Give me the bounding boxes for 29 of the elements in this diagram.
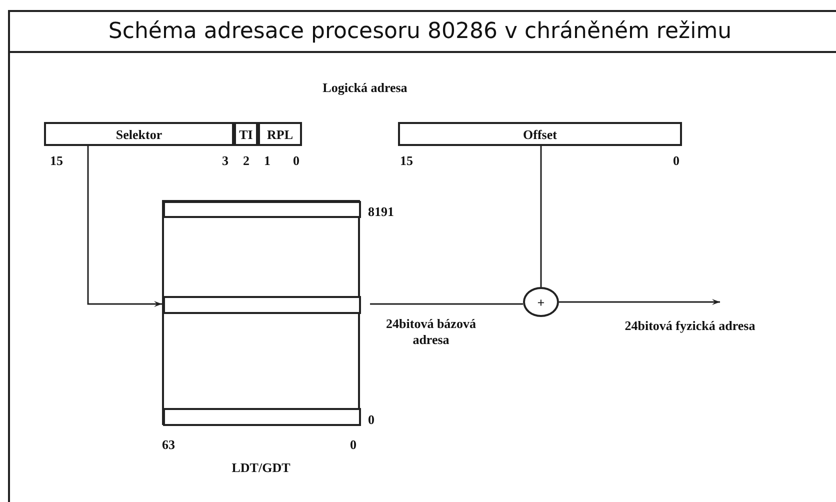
heading-label: Logická adresa xyxy=(322,79,408,97)
bit-number: 2 xyxy=(243,152,250,170)
arrow xyxy=(559,299,720,305)
connector-line xyxy=(370,303,523,305)
register-field: TI xyxy=(234,122,258,146)
bit-number: 3 xyxy=(222,152,228,170)
bit-number: 8191 xyxy=(368,203,394,221)
arrow xyxy=(87,146,162,307)
title: Schéma adresace procesoru 80286 v chráněném režimu xyxy=(108,18,733,46)
bit-number: 0 xyxy=(368,411,374,429)
table-entry xyxy=(163,296,361,314)
register-field: RPL xyxy=(258,122,302,146)
table-entry xyxy=(163,408,361,426)
bit-number: 0 xyxy=(673,152,680,170)
table-caption: LDT/GDT xyxy=(232,459,290,477)
descriptor-table xyxy=(162,200,360,425)
bit-number: 0 xyxy=(293,152,300,170)
edge-label: 24bitová bázová adresa xyxy=(385,316,477,348)
edge-label: 24bitová fyzická adresa xyxy=(624,318,756,334)
connector-line xyxy=(540,146,542,287)
table-entry xyxy=(163,201,361,218)
register-field: Offset xyxy=(398,122,682,146)
bit-number: 1 xyxy=(264,152,270,170)
bit-number: 63 xyxy=(162,436,175,454)
bit-number: 15 xyxy=(50,152,63,170)
adder-circle: + xyxy=(523,287,559,317)
bit-number: 15 xyxy=(400,152,413,170)
bit-number: 0 xyxy=(350,436,356,454)
register-field: Selektor xyxy=(44,122,234,146)
